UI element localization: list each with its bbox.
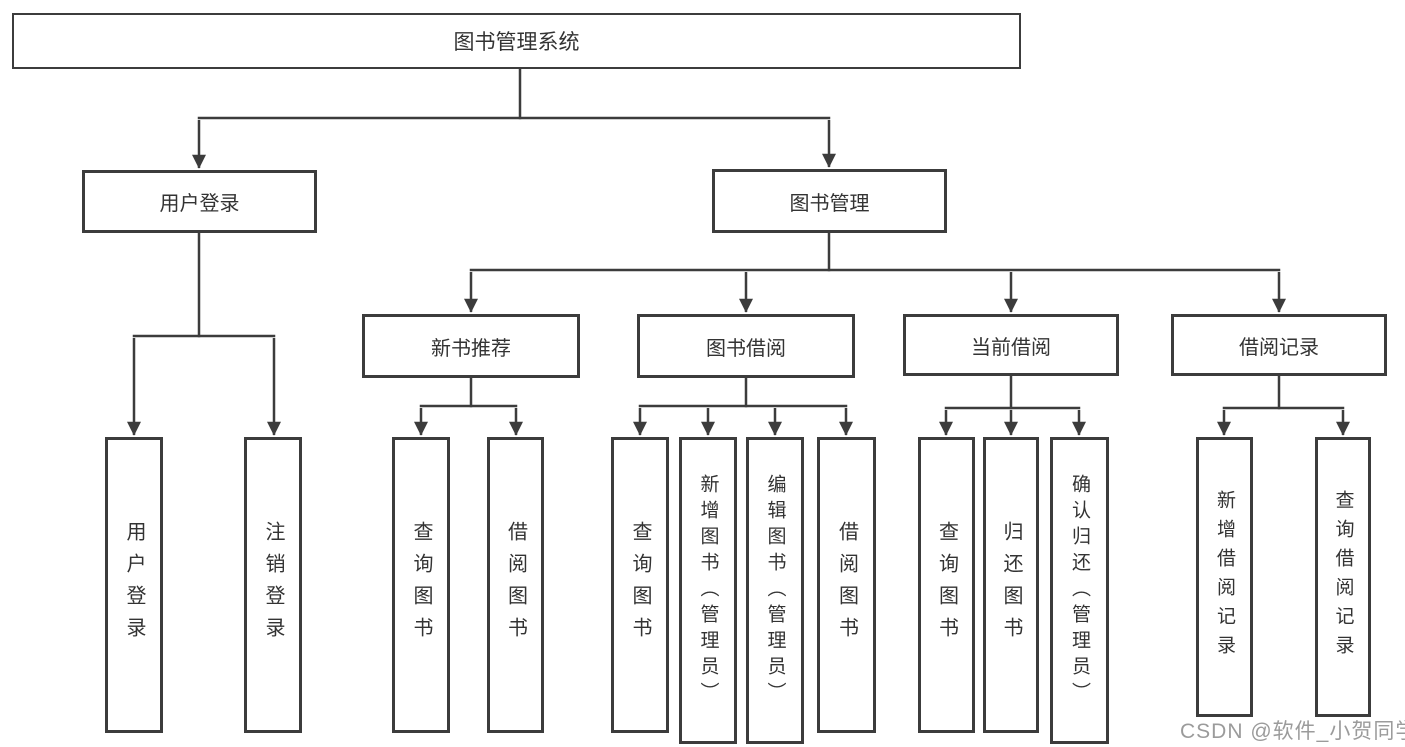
leaf-query-borrow-record: 查询借阅记录: [1315, 437, 1371, 717]
leaf-add-borrow-record: 新增借阅记录: [1196, 437, 1253, 717]
leaf-query-books-1: 查询图书: [392, 437, 450, 733]
leaf-query-books-3: 查询图书: [918, 437, 975, 733]
node-user-login: 用户登录: [82, 170, 317, 233]
csdn-watermark: CSDN @软件_小贺同学: [1180, 720, 1405, 743]
node-book-management: 图书管理: [712, 169, 947, 233]
leaf-add-books-admin: 新增图书（管理员）: [679, 437, 737, 744]
leaf-query-books-2: 查询图书: [611, 437, 669, 733]
node-current-borrowing: 当前借阅: [903, 314, 1119, 376]
node-new-book-recommendation: 新书推荐: [362, 314, 580, 378]
leaf-borrow-books-2: 借阅图书: [817, 437, 876, 733]
leaf-return-books: 归还图书: [983, 437, 1039, 733]
leaf-borrow-books-1: 借阅图书: [487, 437, 544, 733]
leaf-user-login: 用户登录: [105, 437, 163, 733]
leaf-edit-books-admin: 编辑图书（管理员）: [746, 437, 804, 744]
node-library-management-system: 图书管理系统: [12, 13, 1021, 69]
leaf-logout: 注销登录: [244, 437, 302, 733]
node-book-borrowing: 图书借阅: [637, 314, 855, 378]
node-borrowing-records: 借阅记录: [1171, 314, 1387, 376]
leaf-confirm-return-admin: 确认归还（管理员）: [1050, 437, 1109, 744]
